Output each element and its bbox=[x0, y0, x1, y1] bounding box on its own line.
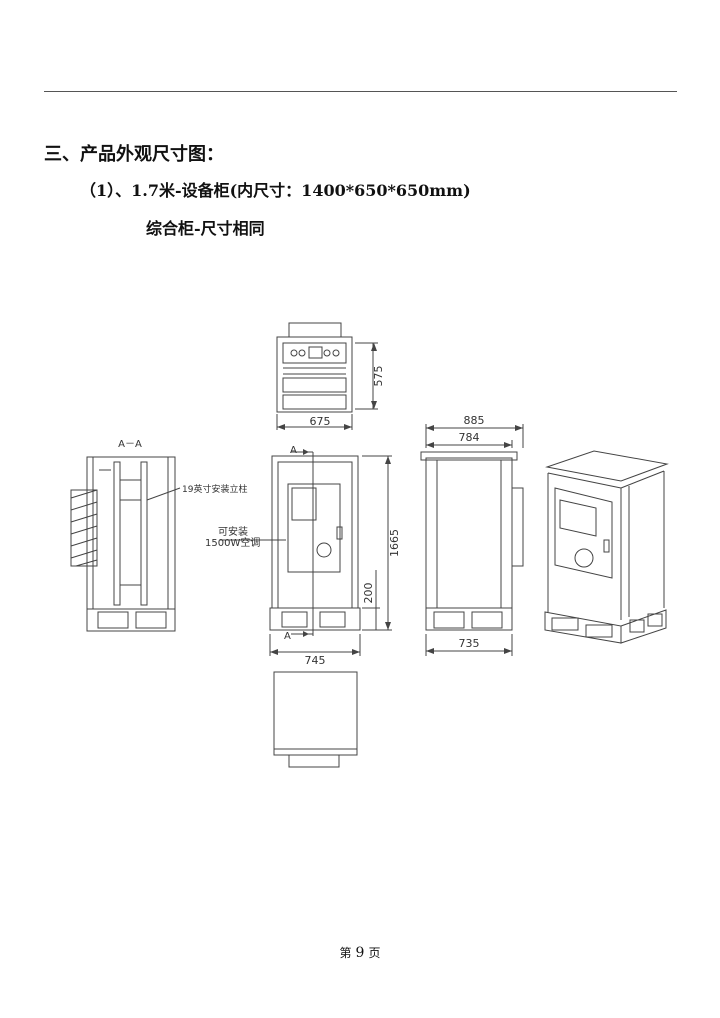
footer-suffix: 页 bbox=[368, 946, 381, 960]
section-marker-bottom: A bbox=[284, 631, 291, 642]
dim-front-width: 745 bbox=[305, 654, 326, 667]
aircon-callout-line1: 可安装 bbox=[218, 525, 248, 538]
front-view bbox=[220, 451, 392, 656]
dim-side-body: 784 bbox=[459, 431, 480, 444]
rack-callout: 19英寸安装立柱 bbox=[182, 483, 247, 495]
dim-side-total: 885 bbox=[464, 414, 485, 427]
dim-base-height: 200 bbox=[362, 583, 375, 604]
dim-top-width: 675 bbox=[310, 415, 331, 428]
subsection-heading: （1）、1.7米-设备柜(内尺寸：1400*650*650mm) bbox=[80, 181, 471, 200]
same-size-note: 综合柜-尺寸相同 bbox=[146, 219, 265, 238]
dim-front-height: 1665 bbox=[388, 529, 401, 557]
page-number: 9 bbox=[355, 945, 365, 961]
section-heading: 三、产品外观尺寸图： bbox=[44, 144, 224, 165]
top-view bbox=[276, 322, 378, 430]
bottom-view bbox=[273, 671, 358, 768]
footer-prefix: 第 bbox=[339, 946, 352, 960]
side-view bbox=[420, 424, 524, 656]
dim-side-base: 735 bbox=[459, 637, 480, 650]
aircon-callout-line2: 1500W空调 bbox=[205, 536, 260, 549]
section-label: A－A bbox=[118, 439, 142, 450]
dim-top-height: 575 bbox=[372, 366, 385, 387]
section-view bbox=[70, 456, 181, 632]
header-rule bbox=[44, 91, 677, 92]
section-marker-top: A bbox=[290, 445, 297, 456]
isometric-view bbox=[544, 450, 669, 644]
